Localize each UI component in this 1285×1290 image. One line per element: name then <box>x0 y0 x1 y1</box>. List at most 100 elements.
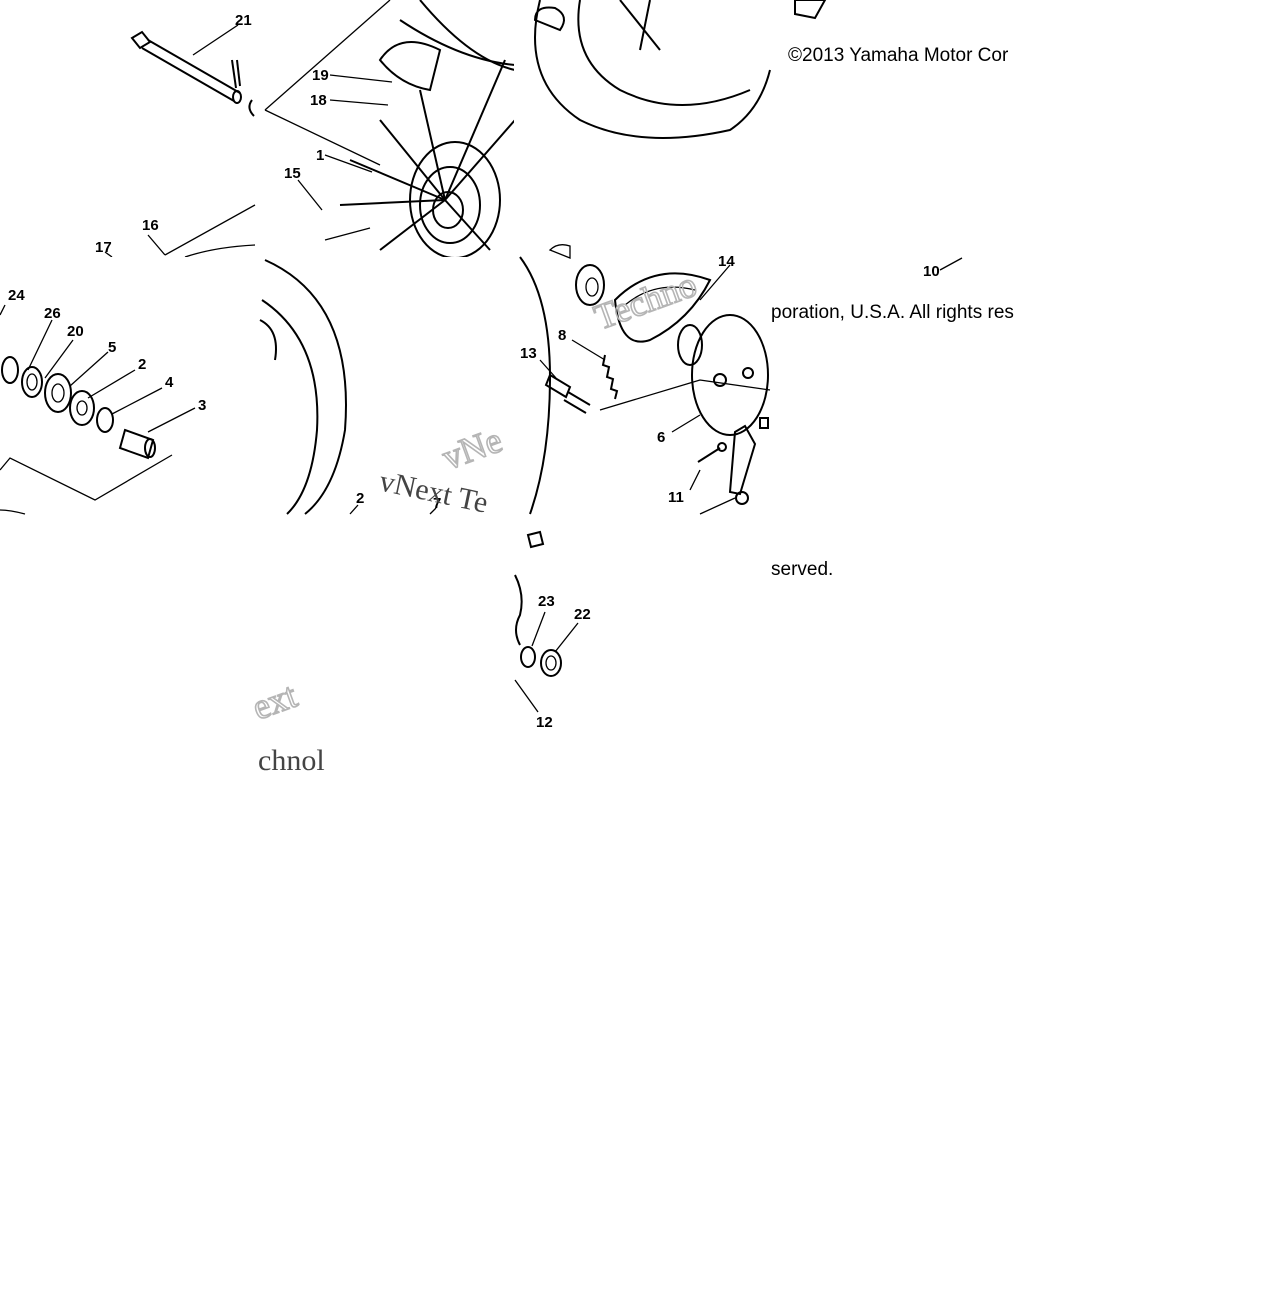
watermark-fragment-4: ext <box>247 675 302 728</box>
valve-part <box>533 6 565 32</box>
callout-11: 11 <box>668 489 684 506</box>
callout-18: 18 <box>310 92 327 109</box>
leader-22 <box>554 622 579 653</box>
tile-axle <box>104 24 256 258</box>
tile-nut <box>514 530 579 713</box>
callout-21: 21 <box>235 12 252 29</box>
callout-19: 19 <box>312 67 329 84</box>
stud-part <box>526 530 545 549</box>
callout-1: 1 <box>316 147 324 164</box>
assembly-bracket-brake <box>599 379 771 411</box>
callout-12: 12 <box>536 714 553 731</box>
leader-26 <box>27 319 53 371</box>
tire-edge-axle <box>184 244 256 258</box>
leader-16b <box>164 204 256 256</box>
valve-cap-part <box>378 41 442 92</box>
chain-guide-part <box>794 0 827 20</box>
leader-4 <box>111 387 163 415</box>
copyright-line-2: poration, U.S.A. All rights res <box>771 302 1014 323</box>
leader-19 <box>329 74 393 83</box>
leader-15 <box>297 179 323 211</box>
leader-11 <box>689 469 701 491</box>
spacer-part <box>118 428 156 460</box>
tile-tire <box>514 0 827 257</box>
rim-fragment <box>259 319 277 361</box>
callout-14: 14 <box>718 253 735 270</box>
axle-nut-edge <box>248 99 255 117</box>
callout-6: 6 <box>657 429 665 446</box>
tire-arc-outer <box>419 0 516 71</box>
leader-2 <box>87 369 136 399</box>
leader-10 <box>939 257 963 271</box>
tire-arc-large <box>264 259 347 515</box>
cotter-pin-part <box>231 59 241 89</box>
leader-18 <box>329 99 389 106</box>
callout-10: 10 <box>923 263 940 280</box>
collar-part <box>1 356 19 384</box>
valve-stub <box>548 244 571 259</box>
callout-22: 22 <box>574 606 591 623</box>
washer-part <box>520 646 536 668</box>
callout-23: 23 <box>538 593 555 610</box>
callout-8: 8 <box>558 327 566 344</box>
callouts: 21 19 18 1 15 16 17 24 26 20 5 2 4 3 14 … <box>8 12 940 731</box>
copyright-line-3: served. <box>771 559 834 580</box>
leader-tire <box>264 0 391 111</box>
callout-4: 4 <box>165 374 174 391</box>
leader-2b <box>349 504 359 515</box>
callout-17: 17 <box>95 239 112 256</box>
tile-brake <box>514 244 771 515</box>
bearing-part-c <box>575 264 605 306</box>
callout-3: 3 <box>198 397 206 414</box>
tire-arc-inner2 <box>261 299 319 515</box>
spoke-b <box>639 0 651 51</box>
copyright-line-1: ©2013 Yamaha Motor Cor <box>788 45 1009 66</box>
leader-20 <box>44 339 74 379</box>
rim-outline <box>577 0 751 106</box>
leader-13 <box>539 359 557 379</box>
leader-hub <box>264 109 381 166</box>
brake-shoe-part <box>613 272 712 343</box>
leader-12 <box>514 679 539 713</box>
bolt-part <box>697 442 727 463</box>
seal-part <box>677 324 703 366</box>
spring-part <box>601 354 619 400</box>
bearing-part-b <box>69 390 95 426</box>
callout-20: 20 <box>67 323 84 340</box>
callout-15: 15 <box>284 165 301 182</box>
leader-7 <box>429 507 437 515</box>
callout-2: 2 <box>138 356 146 373</box>
tire-outline <box>534 0 771 139</box>
swingarm-edge <box>514 574 523 646</box>
bearing-part-a <box>44 373 72 413</box>
cam-shaft-part <box>544 373 591 414</box>
leader-21 <box>192 24 239 56</box>
callout-7: 7 <box>433 495 441 512</box>
leader-6 <box>671 414 701 433</box>
callout-2b: 2 <box>356 490 364 507</box>
leader-14 <box>699 264 731 301</box>
nut-part <box>759 417 769 429</box>
callout-5: 5 <box>108 339 116 356</box>
assembly-bracket <box>0 454 173 501</box>
tile-tire-lower <box>257 257 514 515</box>
axle-nut-part <box>540 649 562 677</box>
callout-24: 24 <box>8 287 25 304</box>
circlip-part <box>96 407 114 433</box>
leader-bolt <box>324 227 371 241</box>
tile-wheel-hub <box>257 0 516 259</box>
leader-8 <box>571 339 606 361</box>
leader-17 <box>104 251 113 258</box>
callout-26: 26 <box>44 305 61 322</box>
watermark-fragment-5: chnol <box>258 744 325 777</box>
tile-bearings <box>0 257 257 515</box>
edge-curve <box>0 509 26 515</box>
brake-plate-part <box>691 314 769 436</box>
leader-16 <box>147 234 166 256</box>
callout-13: 13 <box>520 345 537 362</box>
cam-lever-part <box>728 424 757 505</box>
leader-24 <box>0 304 6 316</box>
spoke-a <box>619 0 661 51</box>
